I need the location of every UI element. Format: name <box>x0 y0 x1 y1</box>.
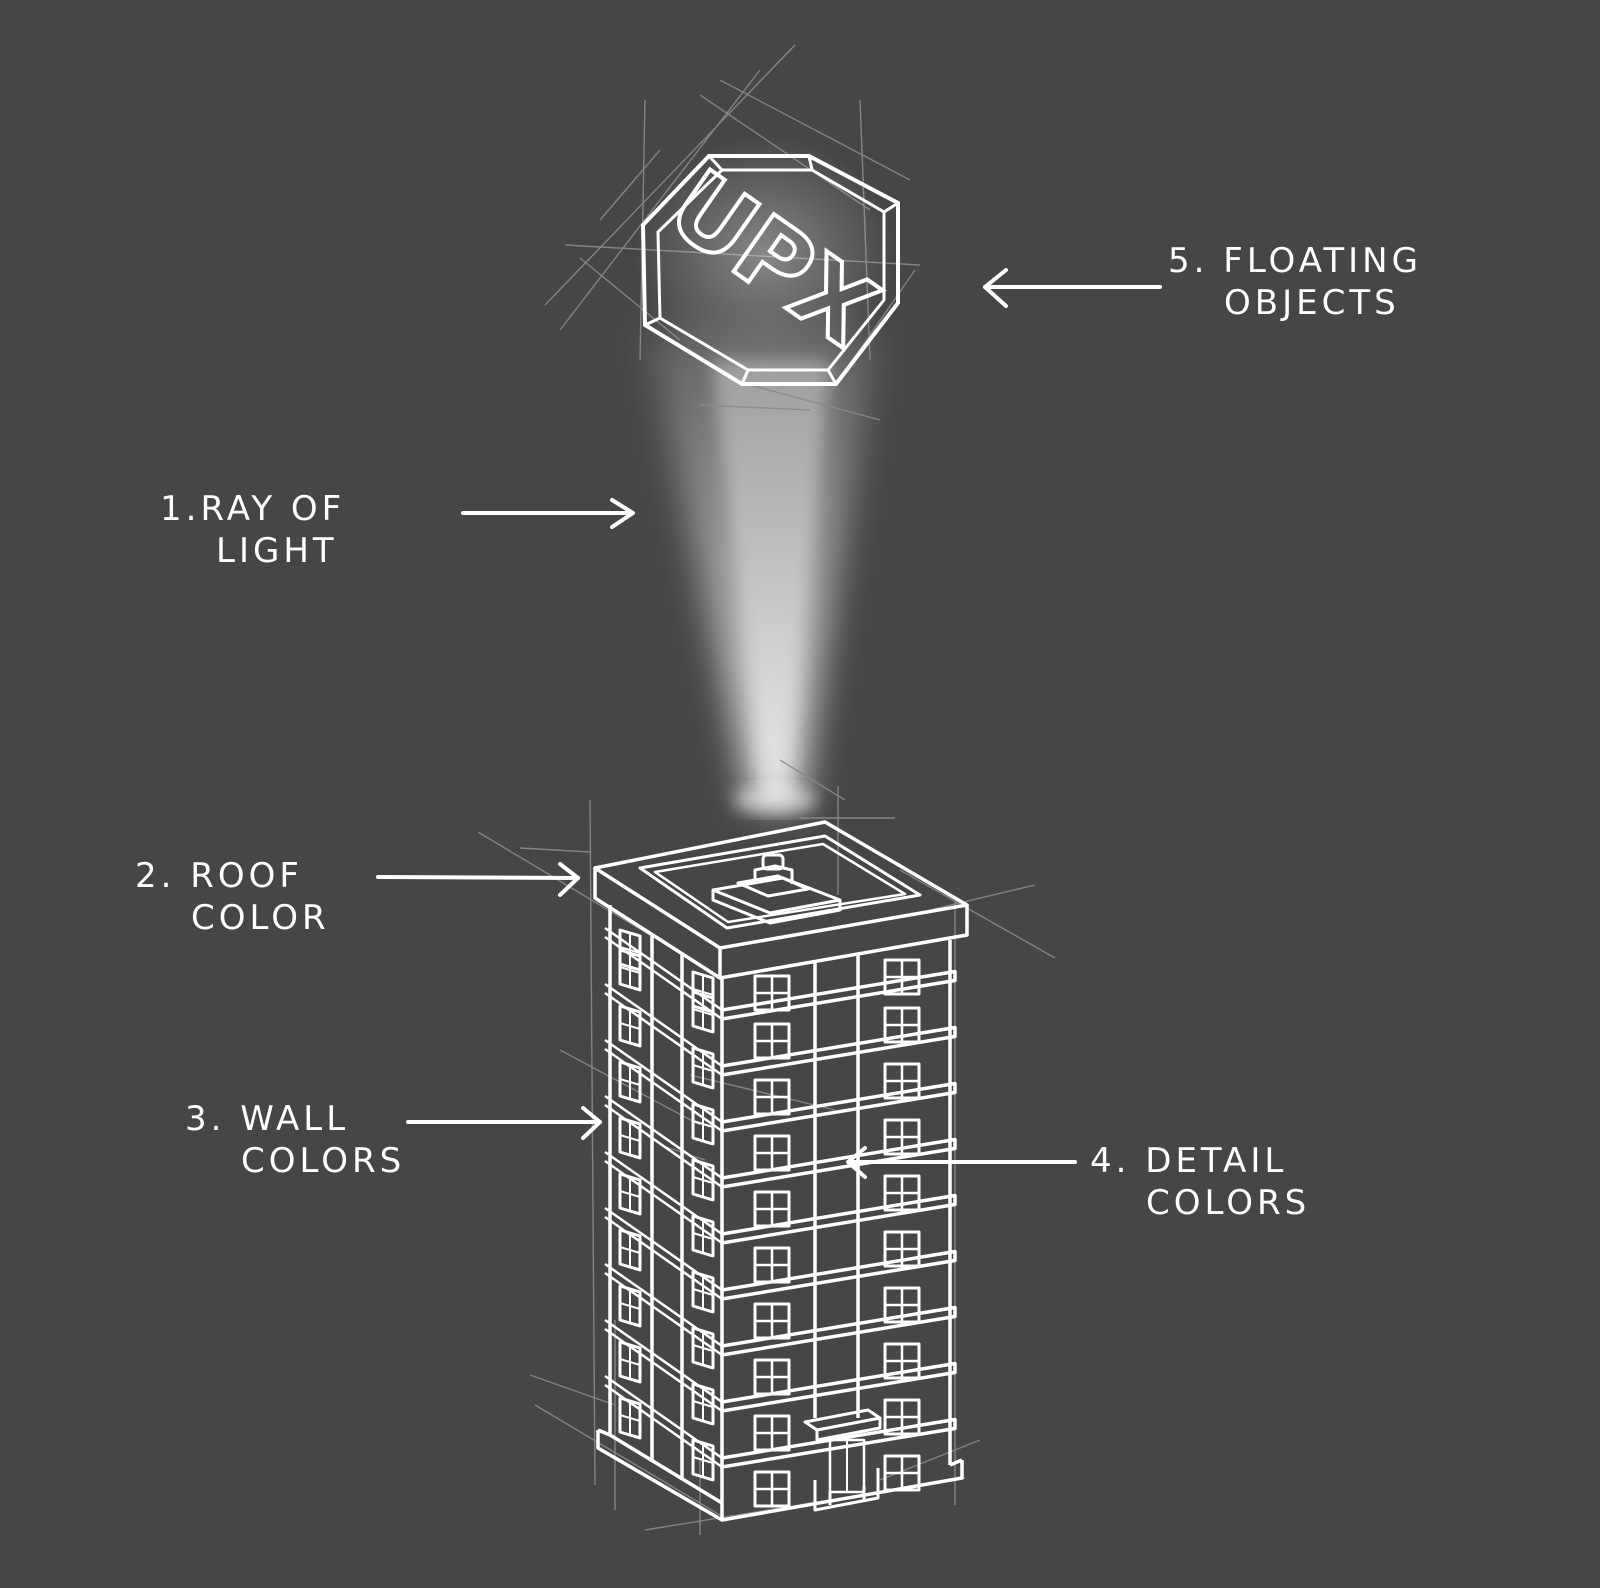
building-front-wall <box>720 940 957 1508</box>
arrow-roof-color <box>376 862 580 897</box>
building <box>593 820 969 1522</box>
window <box>753 1302 791 1340</box>
floor-ledge <box>721 1249 957 1301</box>
building-base <box>596 1428 964 1522</box>
annotation-floating-objects: 5. Floating objects <box>1168 240 1422 324</box>
arrow-wall-colors <box>406 1106 602 1140</box>
annotation-number: 2. <box>135 856 176 896</box>
floor-ledge <box>721 1361 957 1413</box>
annotation-line2: Light <box>216 531 338 571</box>
building-guide-lines <box>477 759 1056 1535</box>
window <box>618 1172 642 1216</box>
floor-ledge <box>721 1305 957 1357</box>
window <box>753 1190 791 1228</box>
floor-ledge <box>721 969 957 1021</box>
floating-sign: UPX <box>635 135 900 386</box>
window <box>753 1134 791 1172</box>
annotation-line1: Wall <box>240 1099 350 1139</box>
window <box>618 1116 642 1160</box>
window <box>618 1060 642 1104</box>
floor-ledge <box>721 1137 957 1189</box>
window <box>618 1396 642 1440</box>
window <box>753 1246 791 1284</box>
window <box>753 1022 791 1060</box>
annotation-line1: Ray of <box>200 489 346 529</box>
building-side-wall <box>604 905 724 1505</box>
window <box>618 1004 642 1048</box>
annotation-arrows <box>376 268 1162 1179</box>
building-entrance <box>803 1408 882 1512</box>
annotation-line2: colors <box>1146 1183 1311 1223</box>
annotation-roof-color: 2. Roof Color <box>135 855 330 939</box>
window <box>618 1228 642 1272</box>
light-beam <box>648 330 875 814</box>
annotation-line1: Detail <box>1145 1141 1288 1181</box>
annotation-line2: Color <box>191 898 330 938</box>
annotation-ray-of-light: 1.Ray of Light <box>160 488 345 572</box>
annotation-line1: Floating <box>1223 241 1422 281</box>
annotation-line1: Roof <box>190 856 303 896</box>
arrow-detail-colors <box>846 1146 1077 1179</box>
window <box>618 1284 642 1328</box>
annotation-line2: objects <box>1224 283 1400 323</box>
window <box>753 1358 791 1396</box>
window <box>618 1340 642 1384</box>
annotation-detail-colors: 4. Detail colors <box>1090 1140 1310 1224</box>
window <box>753 1414 791 1452</box>
annotation-number: 3. <box>185 1099 226 1139</box>
arrow-ray-of-light <box>461 498 635 529</box>
annotation-number: 4. <box>1090 1141 1131 1181</box>
annotation-number: 1. <box>160 489 201 529</box>
annotation-line2: colors <box>241 1141 406 1181</box>
floor-ledge <box>721 1025 957 1077</box>
window <box>753 1470 791 1508</box>
annotation-number: 5. <box>1168 241 1209 281</box>
annotation-wall-colors: 3. Wall colors <box>185 1098 405 1182</box>
floor-ledge <box>721 1193 957 1245</box>
arrow-floating-objects <box>983 268 1162 308</box>
floor-ledge <box>721 1081 957 1133</box>
building-roof <box>593 820 969 980</box>
window <box>753 1078 791 1116</box>
